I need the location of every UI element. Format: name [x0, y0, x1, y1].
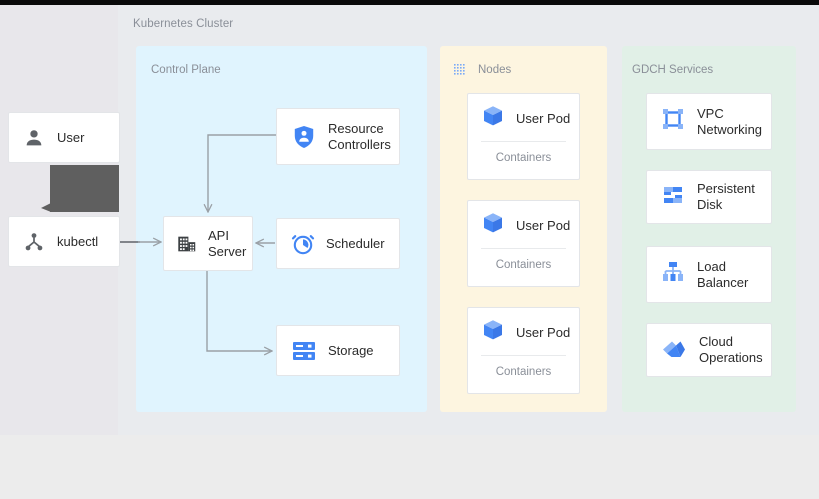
vpc-networking-label: VPC Networking: [697, 105, 763, 137]
top-bar: [0, 0, 819, 5]
divider: [481, 355, 566, 356]
persistent-disk-card[interactable]: Persistent Disk: [646, 170, 772, 224]
control-plane-label: Control Plane: [151, 64, 221, 76]
cloud-operations-card[interactable]: Cloud Operations: [646, 323, 772, 377]
kubectl-card[interactable]: kubectl: [8, 216, 120, 267]
pod-header: User Pod: [468, 201, 579, 239]
user-pod-card[interactable]: User Pod Containers: [467, 200, 580, 287]
resource-controllers-label: Resource Controllers: [328, 120, 391, 152]
containers-label: Containers: [495, 259, 552, 271]
persistent-disk-icon: [661, 183, 685, 212]
divider: [481, 141, 566, 142]
user-pod-label: User Pod: [516, 110, 571, 126]
api-server-label: API Server: [208, 227, 247, 259]
divider: [481, 248, 566, 249]
persistent-disk-label: Persistent Disk: [697, 181, 755, 212]
load-balancer-icon: [661, 260, 685, 289]
shield-person-icon: [291, 124, 317, 150]
user-pod-card[interactable]: User Pod Containers: [467, 93, 580, 180]
pod-header: User Pod: [468, 308, 579, 346]
hierarchy-node-icon: [23, 231, 45, 253]
pod-header: User Pod: [468, 94, 579, 132]
api-server-card[interactable]: API Server: [163, 216, 253, 271]
gdch-services-label: GDCH Services: [632, 64, 714, 76]
scheduler-card[interactable]: Scheduler: [276, 218, 400, 269]
cloud-operations-icon: [661, 336, 687, 365]
cube-icon: [481, 318, 505, 347]
user-pod-card[interactable]: User Pod Containers: [467, 307, 580, 394]
user-icon: [23, 127, 45, 149]
cluster-title: Kubernetes Cluster: [133, 18, 234, 30]
load-balancer-card[interactable]: Load Balancer: [646, 246, 772, 303]
resource-controllers-card[interactable]: Resource Controllers: [276, 108, 400, 165]
cube-icon: [481, 211, 505, 240]
disk-stack-icon: [291, 339, 317, 363]
vpc-networking-card[interactable]: VPC Networking: [646, 93, 772, 150]
clock-alarm-icon: [291, 232, 315, 256]
server-building-icon: [176, 233, 198, 255]
storage-label: Storage: [328, 342, 374, 358]
cube-icon: [481, 104, 505, 133]
containers-label: Containers: [495, 366, 552, 378]
user-pod-label: User Pod: [516, 324, 571, 340]
scheduler-label: Scheduler: [326, 235, 385, 251]
containers-label: Containers: [495, 152, 552, 164]
user-card[interactable]: User: [8, 112, 120, 163]
user-pod-label: User Pod: [516, 217, 571, 233]
dotted-grid-icon: [452, 62, 468, 78]
load-balancer-label: Load Balancer: [697, 258, 749, 290]
storage-card[interactable]: Storage: [276, 325, 400, 376]
tooltip-pointer-icon: [41, 203, 51, 212]
tooltip-overlay: [50, 165, 119, 212]
vpc-network-icon: [661, 107, 685, 136]
kubectl-card-label: kubectl: [57, 233, 99, 249]
bottom-strip: [0, 435, 819, 499]
user-card-label: User: [57, 129, 85, 145]
nodes-label: Nodes: [478, 64, 512, 76]
cloud-operations-label: Cloud Operations: [699, 334, 763, 365]
